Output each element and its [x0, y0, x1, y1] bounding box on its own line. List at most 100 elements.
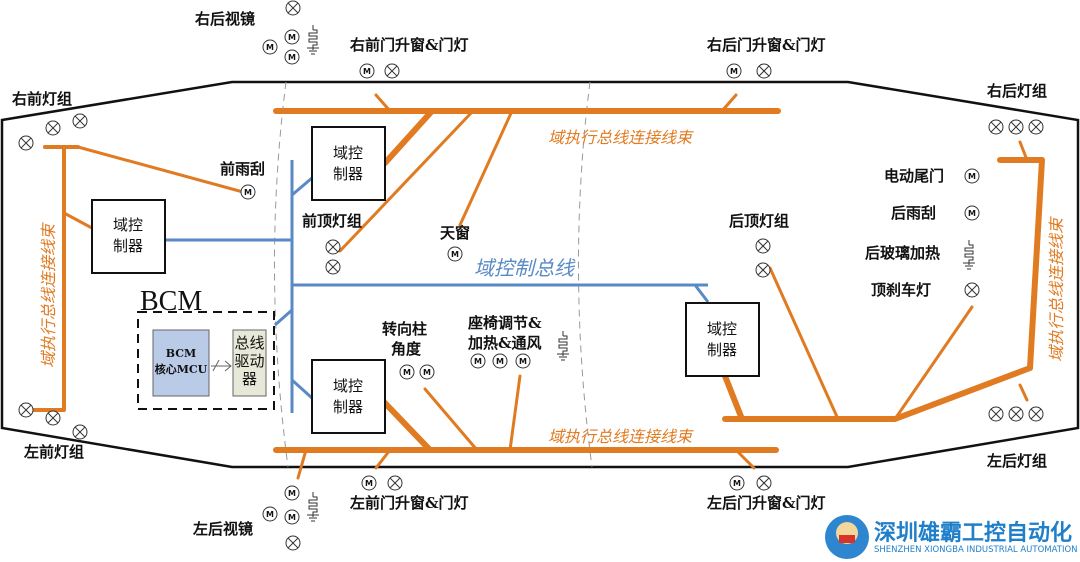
- controller-label-line2: 制器: [113, 237, 143, 255]
- motor-icon: M: [399, 364, 415, 380]
- controller-label-line1: 域控: [333, 377, 363, 395]
- label-left-mirror: 左后视镜: [192, 520, 253, 538]
- zone-divider-rear: [578, 81, 593, 468]
- svg-text:M: M: [733, 479, 741, 488]
- bcm-core-mcu: [152, 329, 210, 397]
- driver-label-line1: 总线: [234, 334, 264, 352]
- svg-text:M: M: [968, 172, 976, 181]
- svg-text:M: M: [496, 357, 504, 366]
- motor-icon: M: [447, 246, 463, 262]
- harness-label-right: 域执行总线连接线束: [1047, 216, 1066, 362]
- label-front-wiper: 前雨刮: [220, 160, 265, 178]
- arrow-icon: [211, 359, 232, 372]
- svg-text:M: M: [519, 357, 527, 366]
- control-bus-label: 域控制总线: [474, 256, 576, 280]
- domain-controller-rear[interactable]: 域控 制器: [685, 302, 760, 377]
- label-right-rear-lamp: 右后灯组: [987, 82, 1047, 100]
- motor-icon: M: [284, 49, 300, 65]
- lamp-icon: [45, 120, 61, 136]
- lamp-icon: [72, 424, 88, 440]
- motor-icon: M: [492, 353, 508, 369]
- lamp-icon: [1008, 406, 1024, 422]
- domain-controller-front-bottom[interactable]: 域控 制器: [311, 359, 386, 434]
- controller-label-line1: 域控: [113, 216, 143, 234]
- lamp-icon: [18, 402, 34, 418]
- svg-text:M: M: [363, 67, 371, 76]
- label-right-front-lamp: 右前灯组: [12, 90, 72, 108]
- bus-driver: [232, 329, 267, 397]
- motor-icon: M: [284, 485, 300, 501]
- bcm-module[interactable]: BCM BCM 核心MCU 总线 驱动 器: [137, 286, 275, 410]
- svg-text:M: M: [423, 368, 431, 377]
- lamp-icon: [964, 282, 980, 298]
- motor-icon: M: [515, 353, 531, 369]
- svg-text:M: M: [266, 43, 274, 52]
- zone-divider-front: [274, 81, 289, 468]
- lamp-icon: [72, 113, 88, 129]
- motor-icon: M: [964, 205, 980, 221]
- motor-icon: M: [361, 475, 377, 491]
- svg-text:M: M: [403, 368, 411, 377]
- lamp-icon: [285, 535, 301, 551]
- label-steering-column-line2: 角度: [391, 340, 422, 358]
- svg-text:M: M: [968, 209, 976, 218]
- mcu-label-line2: 核心MCU: [155, 362, 208, 376]
- harness-label-top: 域执行总线连接线束: [548, 128, 694, 147]
- driver-label-line2: 驱动: [234, 352, 264, 370]
- label-left-front-lamp: 左前灯组: [23, 443, 84, 461]
- motor-icon: M: [262, 506, 278, 522]
- lamp-icon: [1008, 119, 1024, 135]
- motor-icon: M: [470, 353, 486, 369]
- mcu-label-line1: BCM: [166, 347, 196, 360]
- label-high-brake-lamp: 顶刹车灯: [871, 281, 931, 299]
- motor-icon: M: [284, 509, 300, 525]
- controller-label-line2: 制器: [707, 341, 737, 359]
- motor-icon: M: [419, 364, 435, 380]
- label-left-rear-door: 左后门升窗&门灯: [706, 494, 826, 512]
- lamp-icon: [988, 119, 1004, 135]
- lamp-icon: [384, 63, 400, 79]
- controller-label-line2: 制器: [333, 398, 363, 416]
- svg-text:M: M: [244, 188, 252, 197]
- logo-text-en: SHENZHEN XIONGBA INDUSTRIAL AUTOMATION: [874, 545, 1078, 555]
- lamp-icon: [1028, 406, 1044, 422]
- svg-text:M: M: [288, 513, 296, 522]
- label-front-roof-lamp: 前顶灯组: [302, 212, 362, 230]
- label-left-front-door: 左前门升窗&门灯: [349, 494, 469, 512]
- motor-icon: M: [262, 39, 278, 55]
- svg-text:M: M: [730, 67, 738, 76]
- lamp-icon: [387, 475, 403, 491]
- control-bus-lines: [166, 160, 710, 413]
- controller-label-line1: 域控: [333, 144, 363, 162]
- domain-controller-front-top[interactable]: 域控 制器: [311, 126, 386, 201]
- svg-text:M: M: [365, 479, 373, 488]
- label-left-rear-lamp: 左后灯组: [986, 452, 1047, 470]
- harness-label-bottom: 域执行总线连接线束: [548, 427, 694, 446]
- lamp-icon: [755, 238, 771, 254]
- motor-icon: M: [240, 184, 256, 200]
- label-right-front-door: 右前门升窗&门灯: [350, 36, 469, 54]
- lamp-icon: [325, 259, 341, 275]
- harness-label-left: 域执行总线连接线束: [39, 222, 58, 368]
- label-rear-wiper: 后雨刮: [891, 204, 936, 222]
- lamp-icon: [756, 475, 772, 491]
- label-sunroof: 天窗: [440, 224, 470, 242]
- label-rear-roof-lamp: 后顶灯组: [729, 212, 789, 230]
- logo-badge-icon: [839, 535, 855, 543]
- domain-controller-front-left[interactable]: 域控 制器: [91, 199, 166, 274]
- label-right-mirror: 右后视镜: [195, 10, 255, 28]
- label-power-tailgate: 电动尾门: [884, 167, 944, 185]
- lamp-icon: [988, 406, 1004, 422]
- svg-text:M: M: [288, 33, 296, 42]
- vehicle-outline: [0, 80, 1080, 469]
- component-labels: 右后视镜 右前门升窗&门灯 右后门升窗&门灯 右前灯组 右后灯组 前雨刮 前顶灯…: [12, 10, 1047, 538]
- company-logo: 深圳雄霸工控自动化 SHENZHEN XIONGBA INDUSTRIAL AU…: [825, 515, 1078, 559]
- harness-lines: [30, 93, 1045, 480]
- label-right-rear-door: 右后门升窗&门灯: [707, 36, 826, 54]
- svg-text:M: M: [288, 489, 296, 498]
- label-seat-line2: 加热&通风: [467, 334, 542, 352]
- motor-icon: M: [964, 168, 980, 184]
- heater-icon: [306, 24, 320, 55]
